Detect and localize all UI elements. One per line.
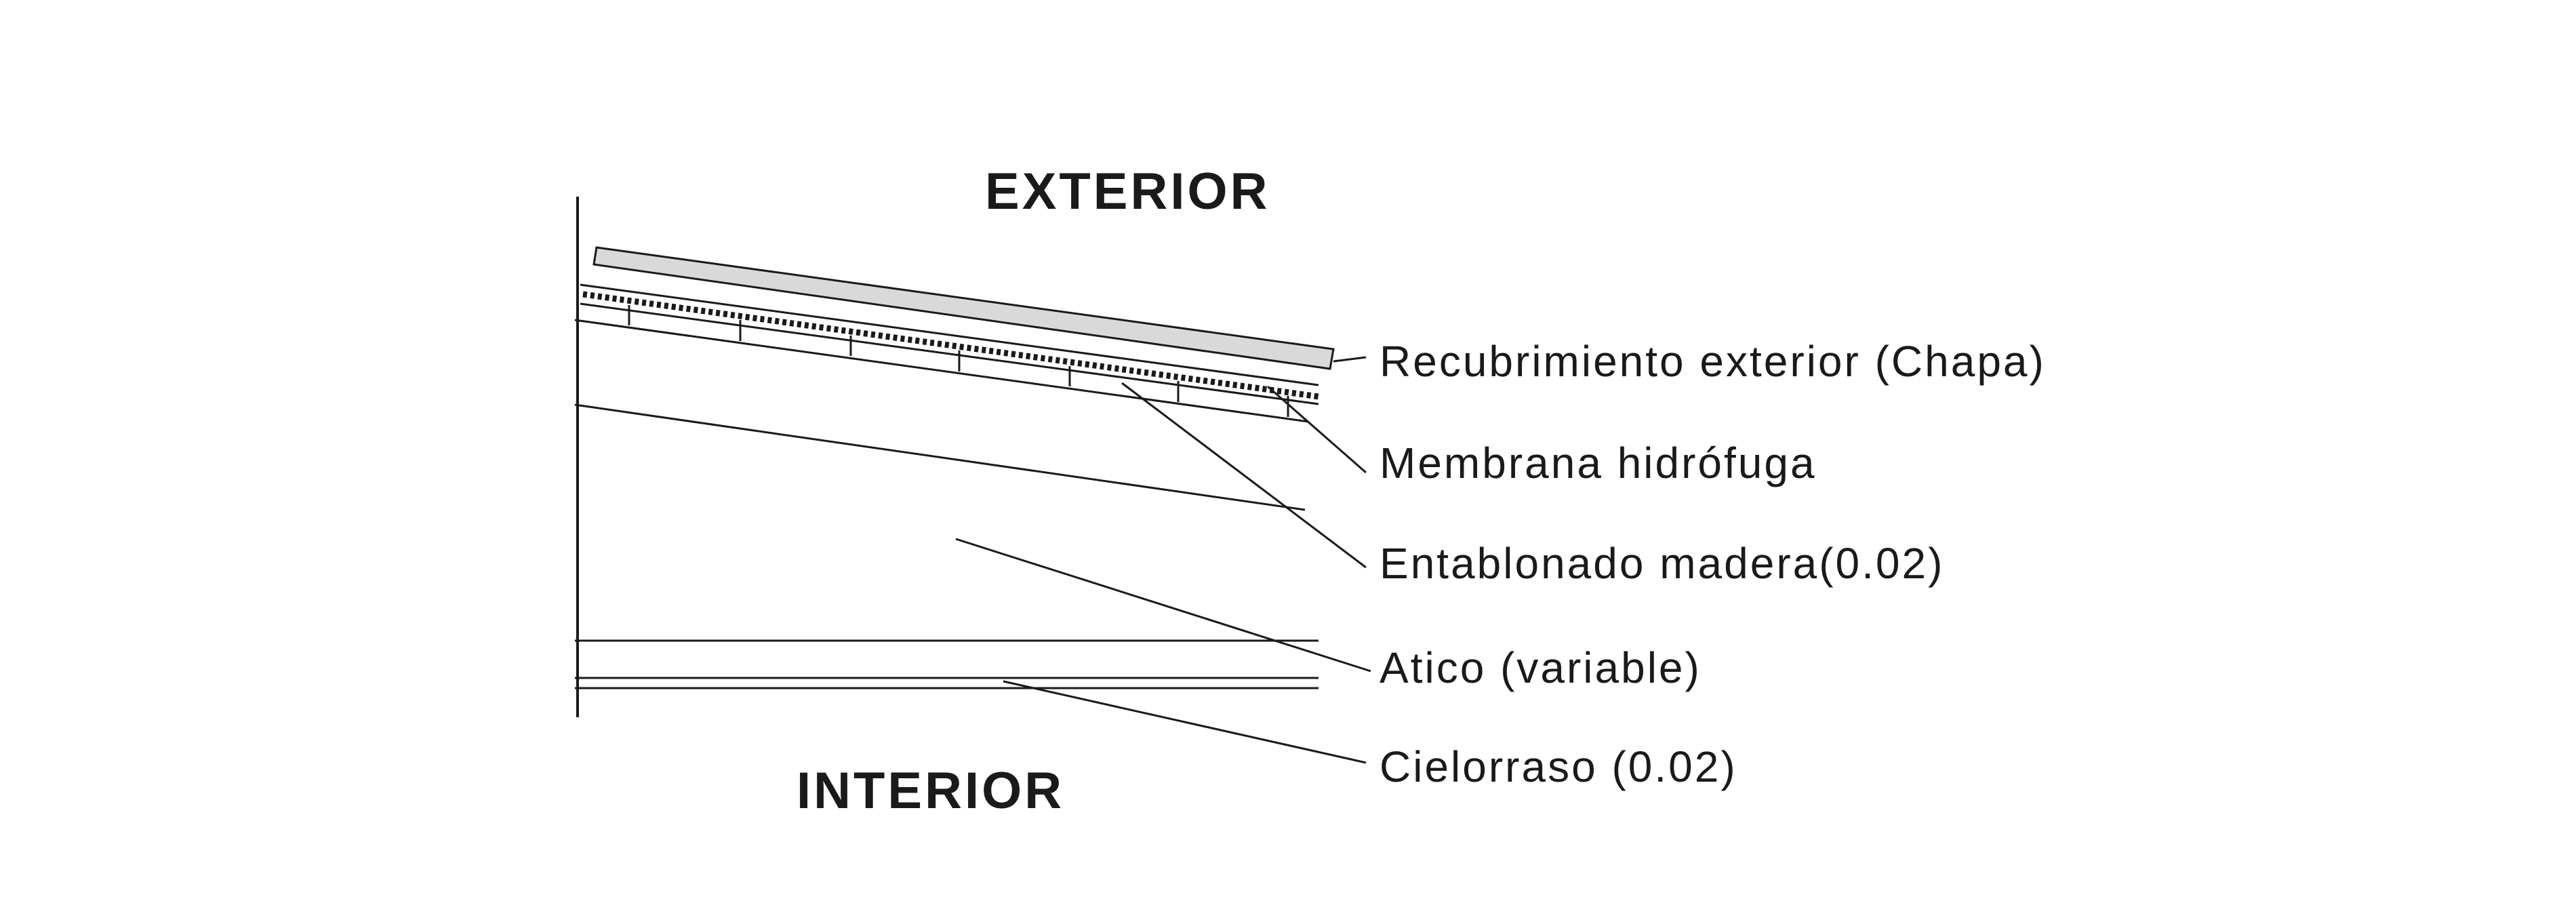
interior-label: INTERIOR <box>797 762 1064 820</box>
rafter-line <box>574 403 1306 511</box>
leader-atico <box>955 538 1371 673</box>
label-chapa: Recubrimiento exterior (Chapa) <box>1380 337 2046 386</box>
label-entablonado: Entablonado madera(0.02) <box>1380 539 1944 588</box>
leader-membrana <box>1267 385 1367 474</box>
membrana-line-top <box>580 283 1319 386</box>
label-cielorraso: Cielorraso (0.02) <box>1380 742 1737 791</box>
leader-entablonado <box>1121 382 1367 569</box>
leader-cielorraso <box>1003 680 1367 764</box>
label-atico: Atico (variable) <box>1380 643 1702 692</box>
chapa-sheet <box>592 246 1335 370</box>
entablonado-ticks <box>628 305 1289 417</box>
membrana-line-bottom <box>580 302 1319 405</box>
exterior-label: EXTERIOR <box>985 163 1270 220</box>
entablonado-bottom-line <box>574 319 1309 423</box>
label-membrana: Membrana hidrófuga <box>1380 439 1817 487</box>
leader-chapa <box>1333 356 1367 363</box>
